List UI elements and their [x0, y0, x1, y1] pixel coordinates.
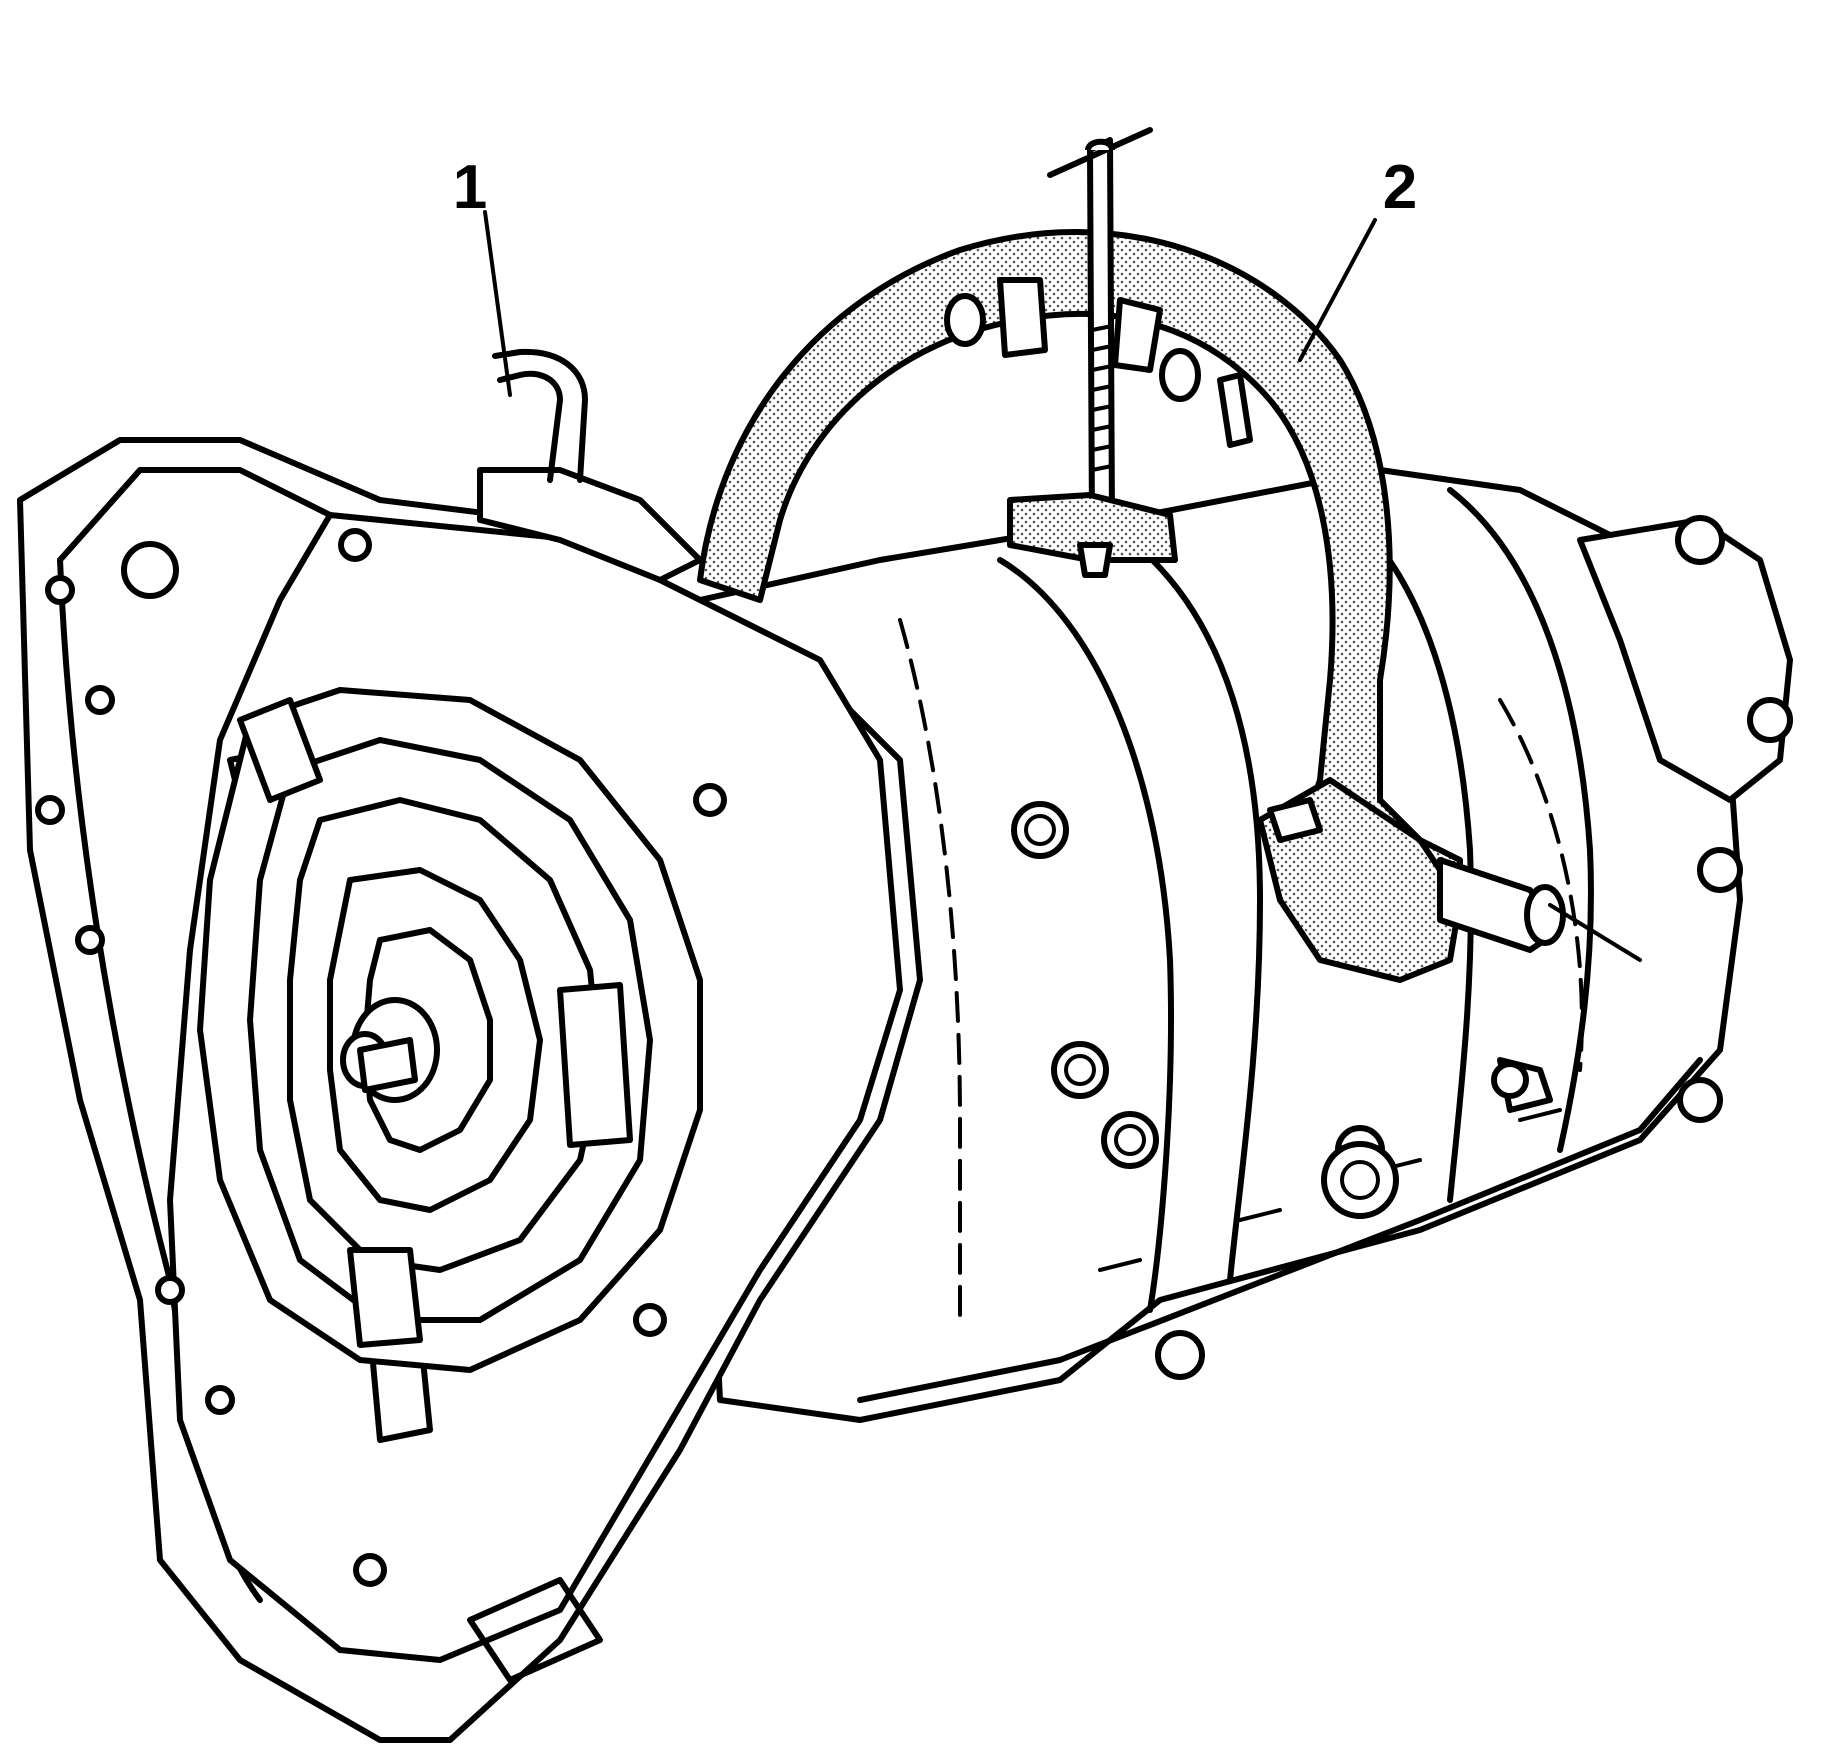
- callout-label-1: 1: [453, 153, 487, 222]
- callout-1-leader: [483, 210, 512, 397]
- callout-label-2: 2: [1383, 153, 1417, 222]
- torque-converter: [197, 687, 703, 1373]
- vent-tube: [477, 348, 703, 583]
- holding-fixture: [697, 127, 1642, 983]
- transmission-case: [697, 467, 1793, 1423]
- callout-2-leader: [1298, 218, 1377, 362]
